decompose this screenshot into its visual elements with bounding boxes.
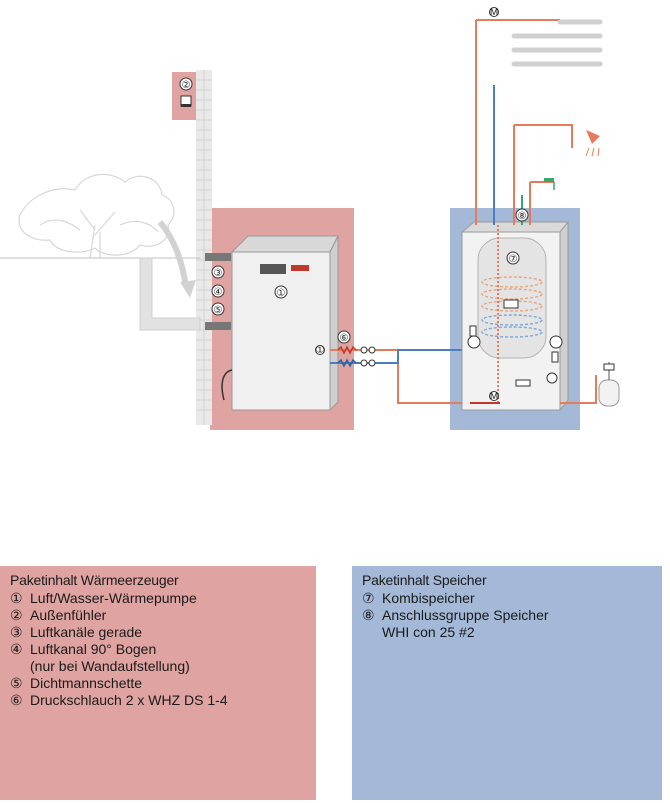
brick-wall bbox=[196, 70, 212, 425]
marker-2: ② bbox=[179, 77, 193, 91]
heating-coils bbox=[511, 19, 603, 67]
svg-text:M: M bbox=[490, 391, 498, 402]
brand-label bbox=[291, 265, 309, 271]
svg-text:⑤: ⑤ bbox=[214, 305, 223, 316]
motor-valve-top: M bbox=[489, 7, 499, 18]
marker-7: ⑦ bbox=[506, 251, 520, 265]
svg-text:⑧: ⑧ bbox=[518, 211, 527, 222]
storage-pipes bbox=[470, 19, 597, 405]
svg-text:①: ① bbox=[316, 345, 325, 356]
airflow-arrow bbox=[157, 220, 189, 287]
marker-1: ① bbox=[274, 285, 288, 299]
condensate-hose bbox=[221, 369, 233, 401]
air-duct bbox=[139, 257, 201, 331]
valves bbox=[360, 346, 376, 367]
tree-sketch bbox=[18, 173, 175, 259]
motor-valve-bottom: M bbox=[489, 391, 499, 402]
storage-tank bbox=[460, 220, 570, 412]
expansion-vessel bbox=[598, 362, 620, 407]
svg-text:⑦: ⑦ bbox=[509, 254, 518, 265]
marker-5: ⑤ bbox=[211, 302, 225, 316]
svg-text:⑥: ⑥ bbox=[340, 333, 349, 344]
marker-8: ⑧ bbox=[515, 208, 529, 222]
panel-title: Paketinhalt Wärmeerzeuger bbox=[10, 572, 179, 588]
duct-end-bottom bbox=[205, 322, 231, 330]
svg-text:②: ② bbox=[182, 80, 191, 91]
svg-text:①: ① bbox=[277, 288, 286, 299]
shower-head bbox=[585, 130, 600, 157]
svg-text:③: ③ bbox=[214, 268, 223, 279]
marker-4: ④ bbox=[211, 284, 225, 298]
installation-diagram: ① ① ② ③ ④ ⑤ ⑥ ⑦ ⑧ M M bbox=[0, 7, 620, 430]
marker-1-small: ① bbox=[315, 345, 325, 356]
marker-6: ⑥ bbox=[337, 330, 351, 344]
svg-text:④: ④ bbox=[214, 287, 223, 298]
water-tap bbox=[544, 178, 555, 190]
pressure-hoses bbox=[337, 345, 357, 368]
marker-3: ③ bbox=[211, 265, 225, 279]
panel-title: Paketinhalt Speicher bbox=[362, 572, 487, 588]
duct-end-top bbox=[205, 253, 231, 261]
svg-text:M: M bbox=[490, 7, 498, 18]
outdoor-sensor bbox=[180, 95, 192, 107]
control-display bbox=[260, 264, 286, 274]
heat-pump-unit bbox=[221, 235, 339, 412]
